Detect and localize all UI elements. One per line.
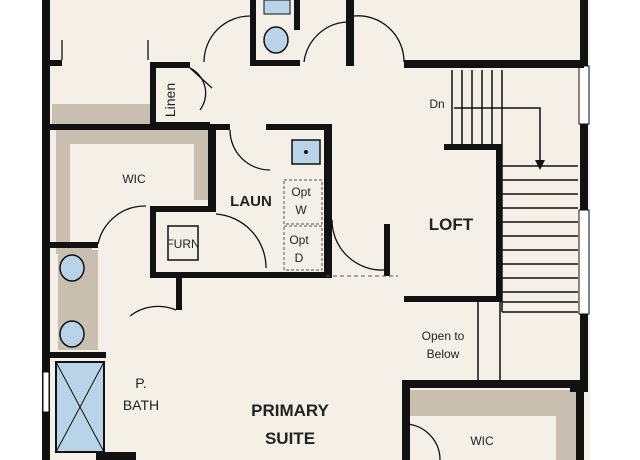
primary-suite-label-2: SUITE — [265, 429, 315, 448]
wic-upper-label: WIC — [122, 172, 146, 186]
opt-dryer-label-2: D — [295, 251, 304, 265]
opt-dryer-label-1: Opt — [289, 233, 309, 247]
wic-lower-label: WIC — [470, 434, 494, 448]
window-left — [42, 371, 50, 413]
shower — [55, 361, 105, 453]
opt-washer-label-2: W — [295, 203, 307, 217]
primary-suite-label-1: PRIMARY — [251, 401, 329, 420]
opt-washer-label-1: Opt — [291, 185, 311, 199]
bath-sinks — [59, 254, 85, 348]
linen-label: Linen — [162, 83, 178, 117]
furnace-label: FURN — [166, 237, 199, 251]
toilet-upper — [263, 0, 291, 54]
laundry-sink — [291, 139, 321, 165]
loft-label: LOFT — [429, 215, 474, 234]
primary-bath-label-1: P. — [135, 375, 146, 391]
stair-down-label: Dn — [429, 97, 444, 111]
stair-direction-arrow — [454, 107, 545, 170]
laundry-label: LAUN — [230, 193, 272, 210]
open-below-label-2: Below — [427, 347, 460, 361]
interior-walls — [50, 0, 584, 460]
washer-dryer-space — [283, 179, 323, 271]
primary-bath-label-2: BATH — [123, 397, 159, 413]
open-below-label-1: Open to — [422, 329, 465, 343]
door-swings — [61, 15, 441, 460]
furnace-unit — [167, 225, 199, 261]
staircase — [451, 70, 578, 380]
